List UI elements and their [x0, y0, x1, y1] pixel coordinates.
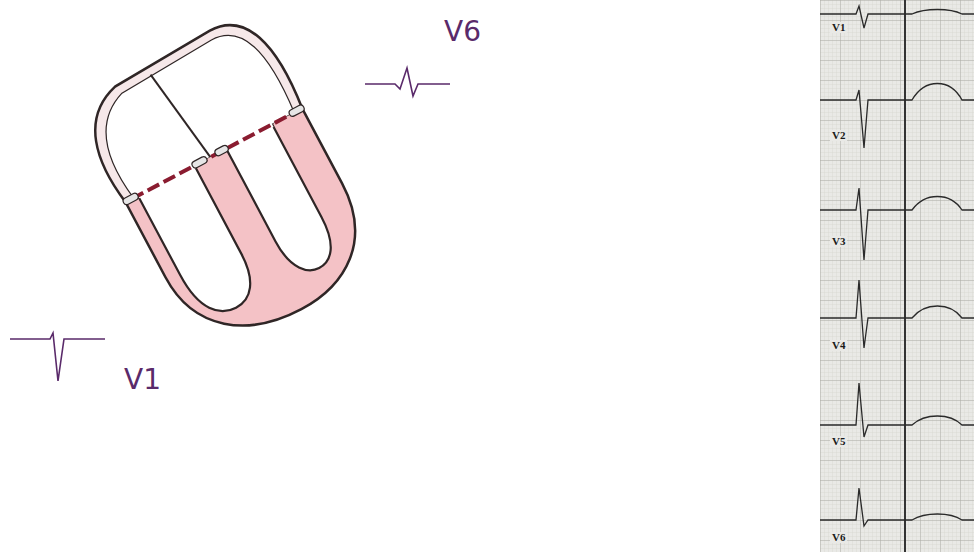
ecg-trace: [820, 84, 974, 149]
right-ventricle-cavity: [138, 166, 263, 324]
interatrial-septum: [151, 68, 211, 164]
conduction-path: [132, 112, 296, 199]
ecg-lead-label: V1: [830, 22, 847, 33]
lead-label: V1: [124, 366, 161, 394]
ventricle-outline: [126, 108, 386, 358]
ecg-trace: [820, 488, 974, 526]
ecg-grid: [820, 0, 974, 552]
ecg-trace: [820, 280, 974, 348]
v1-complex: [10, 333, 105, 381]
ecg-lead-label: V3: [830, 236, 847, 247]
ecg-marker-line: [904, 0, 906, 552]
ecg-lead-label: V2: [830, 130, 847, 141]
heart-illustration: [71, 8, 388, 359]
valve-rings: [122, 104, 305, 206]
ecg-lead-label: V4: [830, 340, 847, 351]
lead-label: V6: [444, 18, 481, 46]
ecg-trace: [820, 188, 974, 260]
ecg-lead-label: V6: [830, 532, 847, 543]
ventricle-myocardium: [126, 108, 386, 358]
ecg-trace: [820, 383, 974, 437]
left-ventricle-cavity: [226, 124, 342, 280]
ecg-traces: [820, 6, 974, 526]
ecg-lead-label: V5: [830, 436, 847, 447]
v6-complex: [365, 68, 450, 96]
ecg-paper: [820, 0, 974, 552]
